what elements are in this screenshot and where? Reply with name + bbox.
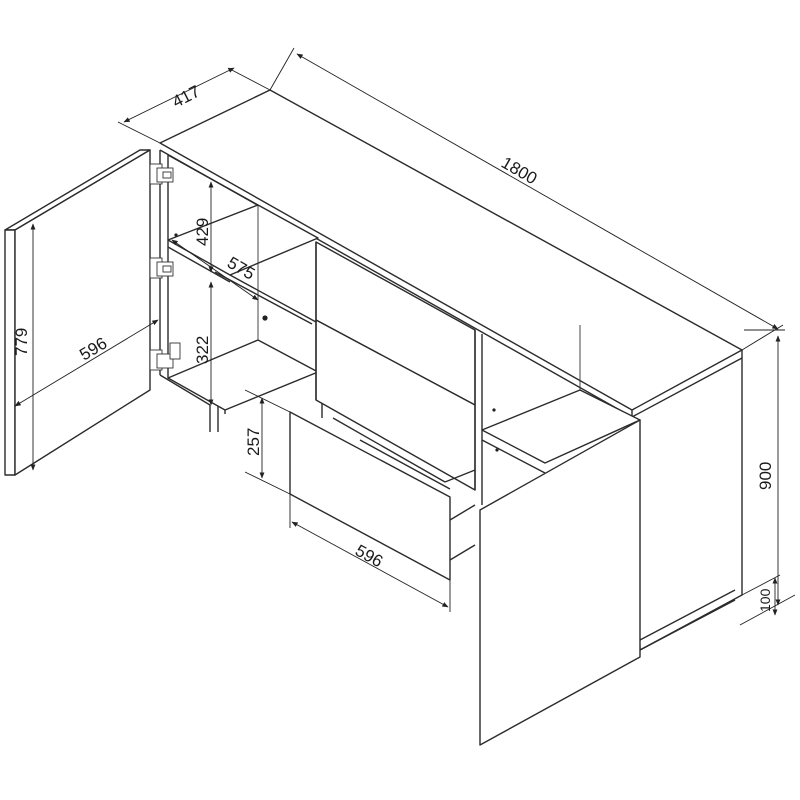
dim-drawer-height (244, 389, 291, 495)
right-side-panel (631, 357, 743, 651)
dim-width (269, 47, 784, 351)
label-leg-height: 100 (757, 588, 773, 612)
label-drawer-height: 257 (244, 428, 263, 456)
right-door (479, 419, 641, 746)
hinge-bottom (149, 342, 181, 371)
label-door-height: 779 (12, 328, 31, 356)
dim-shelf-depth (171, 239, 259, 301)
dim-leg (741, 574, 781, 616)
label-upper-gap: 429 (193, 218, 212, 246)
hinge-top (149, 163, 174, 185)
dim-height (739, 329, 796, 626)
label-drawer-width: 596 (352, 541, 386, 571)
label-depth: 417 (169, 82, 203, 112)
dim-depth (117, 67, 271, 144)
left-door (4, 149, 151, 476)
dim-drawer-width (289, 494, 451, 612)
label-lower-gap: 322 (193, 336, 212, 364)
dim-door-width (14, 319, 159, 407)
label-width: 1800 (498, 153, 540, 188)
hinge-middle (149, 257, 174, 279)
plinth (209, 398, 736, 651)
label-height: 900 (756, 462, 775, 490)
